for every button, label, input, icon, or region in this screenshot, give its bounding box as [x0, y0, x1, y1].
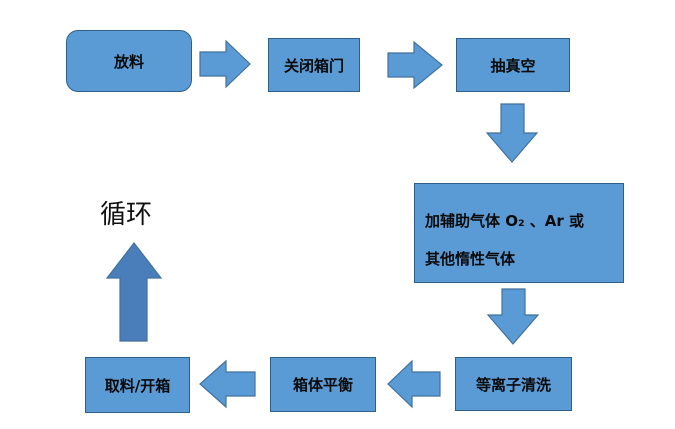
step-close-door-box: 关闭箱门 — [268, 38, 360, 92]
arrow-left-icon — [387, 359, 441, 409]
step-close-door-label: 关闭箱门 — [283, 56, 344, 75]
step-load-box: 放料 — [66, 30, 192, 92]
step-plasma-clean-box: 等离子清洗 — [455, 357, 572, 411]
step-balance-box: 箱体平衡 — [270, 357, 376, 412]
step-vacuum-label: 抽真空 — [490, 56, 536, 75]
step-unload-box: 取料/开箱 — [85, 357, 190, 413]
step-load-label: 放料 — [113, 52, 144, 71]
cycle-label: 循环 — [100, 200, 153, 230]
step-gas-label-line2: 其他惰性气体 — [425, 250, 516, 268]
cycle-arrow-up-icon — [105, 242, 163, 342]
step-gas-box: 加辅助气体 O₂ 、Ar 或 其他惰性气体 — [414, 183, 624, 283]
arrow-right-icon — [387, 40, 443, 90]
step-unload-label: 取料/开箱 — [104, 376, 171, 395]
arrow-down-icon — [485, 103, 539, 163]
step-balance-label: 箱体平衡 — [292, 376, 353, 394]
step-gas-label-line1: 加辅助气体 O₂ 、Ar 或 — [425, 212, 584, 230]
arrow-down-icon — [486, 288, 540, 345]
arrow-right-icon — [199, 39, 251, 89]
arrow-left-icon — [199, 359, 256, 409]
step-vacuum-box: 抽真空 — [456, 38, 570, 92]
step-plasma-clean-label: 等离子清洗 — [475, 375, 551, 394]
